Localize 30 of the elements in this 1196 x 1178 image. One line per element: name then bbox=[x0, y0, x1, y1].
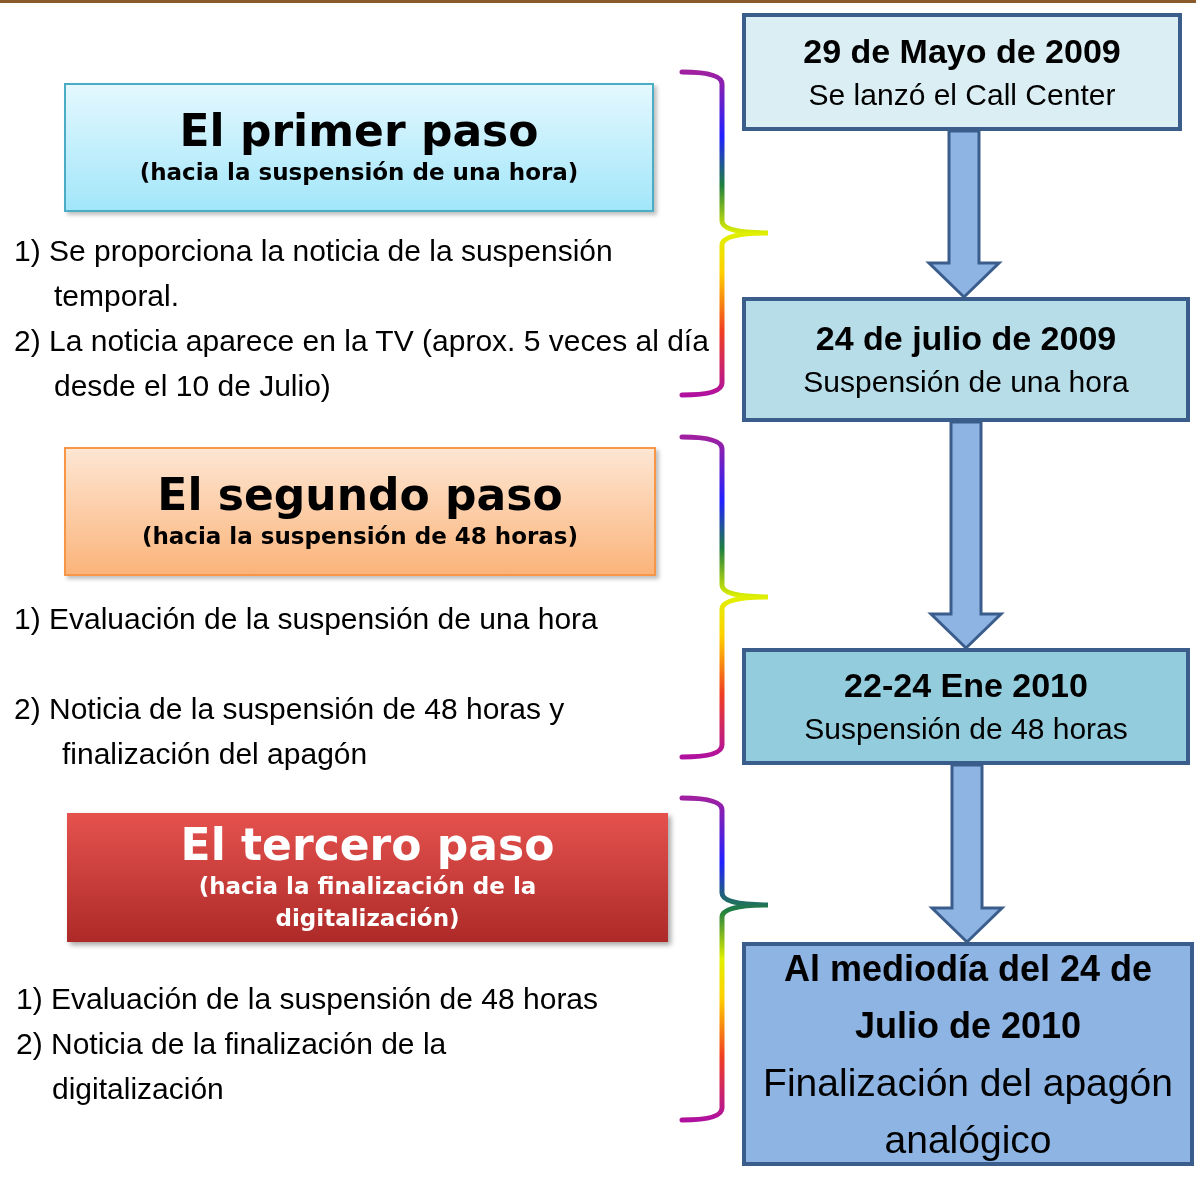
date-heading: 24 de julio de 2009 bbox=[815, 318, 1117, 360]
timeline-box bbox=[742, 942, 1194, 1166]
event-text: Finalización del apagón analógico bbox=[762, 1060, 1174, 1163]
event-text: Suspensión de 48 horas bbox=[804, 711, 1128, 748]
block-arrow bbox=[928, 763, 1006, 945]
event-text: Se lanzó el Call Center bbox=[808, 76, 1116, 113]
date-heading: 22-24 Ene 2010 bbox=[844, 665, 1088, 707]
event-text: Suspensión de una hora bbox=[803, 364, 1129, 401]
block-arrow bbox=[927, 420, 1005, 651]
timeline-box bbox=[742, 297, 1190, 422]
step-subtitle: (hacia la suspensión de una hora) bbox=[139, 157, 579, 187]
list-item: 1) Evaluación de la suspensión de una hora bbox=[14, 601, 599, 637]
list-item: 2) Noticia de la suspensión de 48 horas y finalización del apagón bbox=[14, 691, 566, 772]
step-title: El tercero paso bbox=[180, 821, 555, 870]
step-box bbox=[64, 447, 656, 576]
step-title: El segundo paso bbox=[157, 471, 563, 520]
timeline-box bbox=[742, 648, 1190, 765]
list-item: 2) La noticia aparece en la TV (aprox. 5 veces al día desde el 10 de Julio) bbox=[14, 323, 710, 404]
block-arrow bbox=[925, 129, 1003, 300]
step-box bbox=[64, 83, 654, 212]
date-heading: Al mediodía del 24 de Julio de 2010 bbox=[782, 946, 1154, 1049]
timeline-box bbox=[742, 13, 1182, 131]
date-heading: 29 de Mayo de 2009 bbox=[803, 30, 1121, 72]
step-box bbox=[67, 813, 668, 942]
list-item: 1) Se proporciona la noticia de la suspensión temporal. bbox=[14, 233, 614, 314]
list-item: 2) Noticia de la finalización de la digitalización bbox=[16, 1026, 448, 1107]
step-subtitle: (hacia la suspensión de 48 horas) bbox=[141, 521, 579, 551]
step-subtitle: (hacia la finalización de la digitalización) bbox=[197, 871, 538, 933]
step-title: El primer paso bbox=[179, 107, 539, 156]
list-item: 1) Evaluación de la suspensión de 48 horas bbox=[16, 981, 600, 1017]
